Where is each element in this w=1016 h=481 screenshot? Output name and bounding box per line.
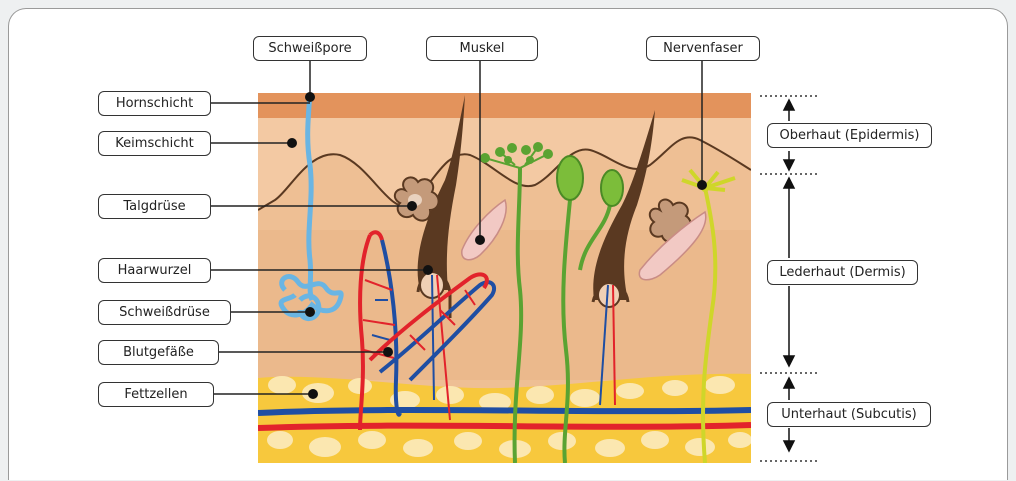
corpuscle-2 — [601, 170, 623, 206]
main-artery — [258, 425, 751, 428]
label-lederhaut: Lederhaut (Dermis) — [767, 260, 918, 285]
label-fettzellen: Fettzellen — [98, 382, 214, 407]
corpuscle-1 — [557, 156, 583, 200]
label-haarwurzel: Haarwurzel — [98, 258, 211, 283]
label-talgdruese: Talgdrüse — [98, 194, 211, 219]
label-muskel: Muskel — [426, 36, 538, 61]
label-hornschicht: Hornschicht — [98, 91, 211, 116]
skin-cross-section — [258, 93, 752, 463]
horn-layer — [258, 93, 751, 118]
label-keimschicht: Keimschicht — [98, 131, 211, 156]
label-unterhaut: Unterhaut (Subcutis) — [767, 402, 931, 427]
label-nervenfaser: Nervenfaser — [646, 36, 760, 61]
main-vein — [258, 410, 751, 413]
label-schweissdruese: Schweißdrüse — [98, 300, 231, 325]
label-blutgefaesse: Blutgefäße — [98, 340, 219, 365]
label-oberhaut: Oberhaut (Epidermis) — [767, 123, 932, 148]
label-schweisspore: Schweißpore — [253, 36, 367, 61]
